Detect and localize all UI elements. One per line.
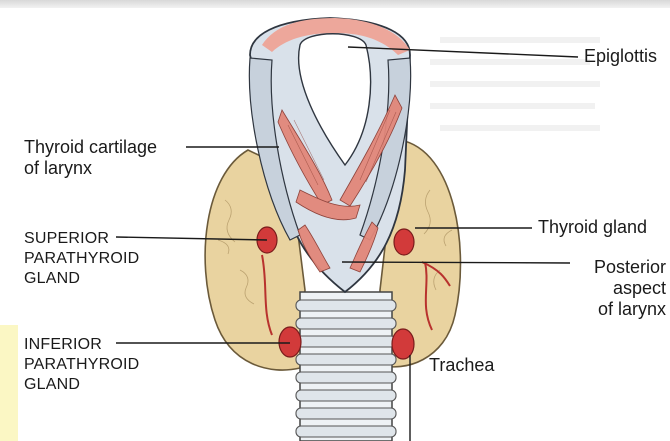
- label-superior-parathyroid: SUPERIOR PARATHYROID GLAND: [24, 229, 139, 289]
- trachea-shape: [296, 292, 396, 441]
- bleed-through-text: [430, 40, 600, 128]
- label-epiglottis: Epiglottis: [584, 46, 657, 67]
- label-inferior-parathyroid: INFERIOR PARATHYROID GLAND: [24, 335, 139, 395]
- label-thyroid-cartilage: Thyroid cartilage of larynx: [24, 137, 157, 179]
- label-trachea: Trachea: [429, 355, 494, 376]
- label-posterior-larynx: Posterior aspect of larynx: [560, 257, 666, 320]
- label-thyroid-gland: Thyroid gland: [538, 217, 647, 238]
